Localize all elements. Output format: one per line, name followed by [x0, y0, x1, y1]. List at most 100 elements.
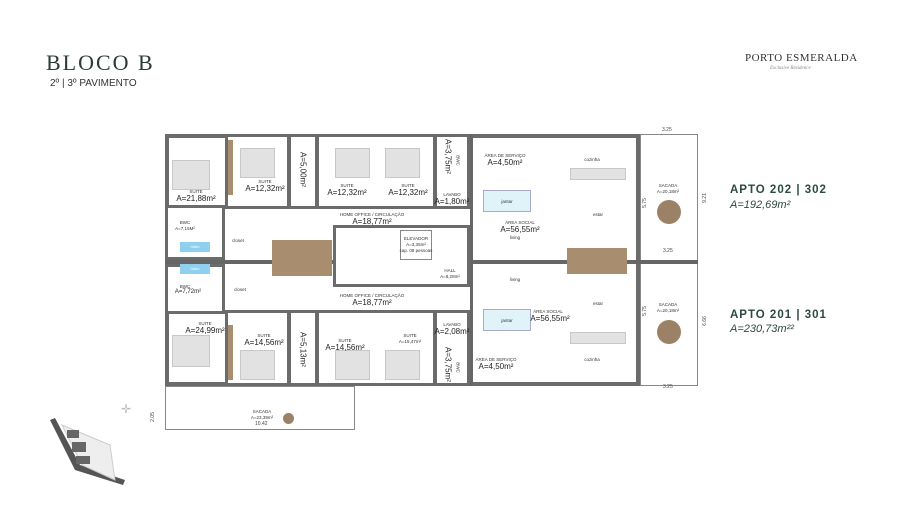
room-label: SUITE — [403, 333, 417, 338]
room-area: A=3,75m² — [443, 139, 453, 174]
room-area: A=3,35m² — [406, 242, 426, 247]
room-area: A=20,18m² — [656, 189, 680, 194]
bed — [172, 335, 210, 367]
hidro-tub: hidro — [180, 264, 210, 274]
desk — [272, 240, 332, 276]
floor-subtitle: 2º | 3º PAVIMENTO — [50, 78, 137, 89]
room-area: A=3,75m² — [443, 347, 453, 382]
room-label: SACADA — [252, 409, 272, 414]
room-label: SUITE — [257, 333, 271, 338]
headboard — [228, 140, 233, 195]
tv-panel — [567, 248, 627, 274]
dining-table — [483, 190, 531, 212]
brand-tagline: Exclusive Residence — [770, 66, 811, 71]
room-area: A=23,39m² — [250, 415, 274, 420]
kitchen-island — [570, 168, 626, 180]
page-title: BLOCO B — [46, 50, 155, 75]
site-location-map — [50, 418, 125, 485]
dimension: 3.25 — [663, 248, 673, 254]
room-area: A=5,00m² — [298, 152, 308, 187]
room-area: A=20,18m² — [656, 308, 680, 313]
bwc-room — [434, 134, 470, 209]
room-area: A=7,72m² — [174, 289, 202, 295]
dining-table — [483, 309, 531, 331]
room-label: HALL — [444, 268, 456, 273]
room-label: HOME OFFICE / CIRCULAÇÃO — [339, 212, 405, 217]
room-area: A=12,32m² — [245, 184, 285, 193]
room-label: closet — [234, 287, 246, 292]
room-area: A=24,99m² — [185, 326, 225, 335]
room-label: LAVABO — [443, 192, 461, 197]
round-table — [657, 200, 681, 224]
room-label: ÁREA SOCIAL — [505, 220, 535, 225]
room-label: cozinha — [584, 157, 600, 162]
room-area: A=4,50m² — [478, 362, 514, 371]
room-label: BWC — [179, 220, 191, 225]
dimension: 10.42 — [255, 421, 268, 427]
room-label: ÁREA DE SERVIÇO — [484, 153, 526, 158]
room-area: A=1,80m² — [434, 197, 470, 206]
elevator-capacity: cap. 08 pessoas — [399, 248, 433, 253]
room-label: estar — [592, 301, 604, 306]
room-area: A=14,56m² — [325, 343, 365, 352]
room-label: BWC — [455, 155, 461, 166]
room-area: A=21,88m² — [176, 194, 216, 203]
apartment-202-title: APTO 202 | 302 — [730, 184, 827, 196]
round-table — [657, 320, 681, 344]
room-area: A=15,47m² — [398, 339, 422, 344]
room-area: A=56,55m² — [500, 225, 540, 234]
room-label: BWC — [179, 284, 191, 289]
bed — [240, 148, 275, 178]
room-label: HOME OFFICE / CIRCULAÇÃO — [339, 293, 405, 298]
apartment-201-title: APTO 201 | 301 — [730, 309, 827, 321]
room-label: living — [509, 277, 521, 282]
room-label: ÁREA SOCIAL — [533, 309, 563, 314]
hidro-tub: hidro — [180, 242, 210, 252]
room-label: ELEVADOR — [403, 236, 429, 241]
main-sacada — [165, 386, 355, 430]
compass-icon: ✛ — [121, 402, 132, 416]
headboard — [228, 325, 233, 380]
room-label: SUITE — [258, 179, 272, 184]
room-area: A=12,32m² — [327, 188, 367, 197]
brand-logo: PORTO ESMERALDA — [745, 52, 858, 64]
elevator — [400, 230, 432, 260]
room-label: SACADA — [658, 302, 678, 307]
wing-wall — [470, 134, 473, 386]
bed — [385, 350, 420, 380]
bed — [240, 350, 275, 380]
room-area: A=5,13m² — [298, 332, 308, 367]
room-label: living — [509, 235, 521, 240]
room-area: A=14,56m² — [244, 338, 284, 347]
room-area: A=7,15m² — [175, 226, 195, 231]
room-label: SUITE — [198, 321, 212, 326]
planter — [283, 413, 294, 424]
dimension: 5.75 — [641, 306, 648, 316]
room-area: A=56,55m² — [530, 314, 570, 323]
room-label: SUITE — [338, 338, 352, 343]
dimension: 9.21 — [701, 193, 708, 203]
apartment-202-area: A=192,69m² — [730, 199, 791, 211]
room-label: closet — [232, 238, 244, 243]
room-label: SACADA — [658, 183, 678, 188]
room-label: BWC — [455, 362, 461, 373]
dimension: 3.25 — [663, 384, 673, 390]
room-label: SUITE — [340, 183, 354, 188]
room-label: SUITE — [401, 183, 415, 188]
room-area: A=18,77m² — [352, 217, 392, 226]
dimension: 5.75 — [641, 198, 648, 208]
kitchen-island — [570, 332, 626, 344]
room-area: A=12,32m² — [388, 188, 428, 197]
bed — [335, 350, 370, 380]
bed — [385, 148, 420, 178]
bed — [335, 148, 370, 178]
apartment-201-area: A=230,73m²² — [730, 323, 794, 335]
room-area: A=18,77m² — [352, 298, 392, 307]
room-label: LAVABO — [443, 322, 461, 327]
bwc-room — [434, 310, 470, 386]
room-area: A=2,08m² — [434, 327, 470, 336]
room-label: SUITE — [189, 189, 203, 194]
dimension: 3.25 — [662, 127, 672, 133]
bed — [172, 160, 210, 190]
room-label: estar — [592, 212, 604, 217]
